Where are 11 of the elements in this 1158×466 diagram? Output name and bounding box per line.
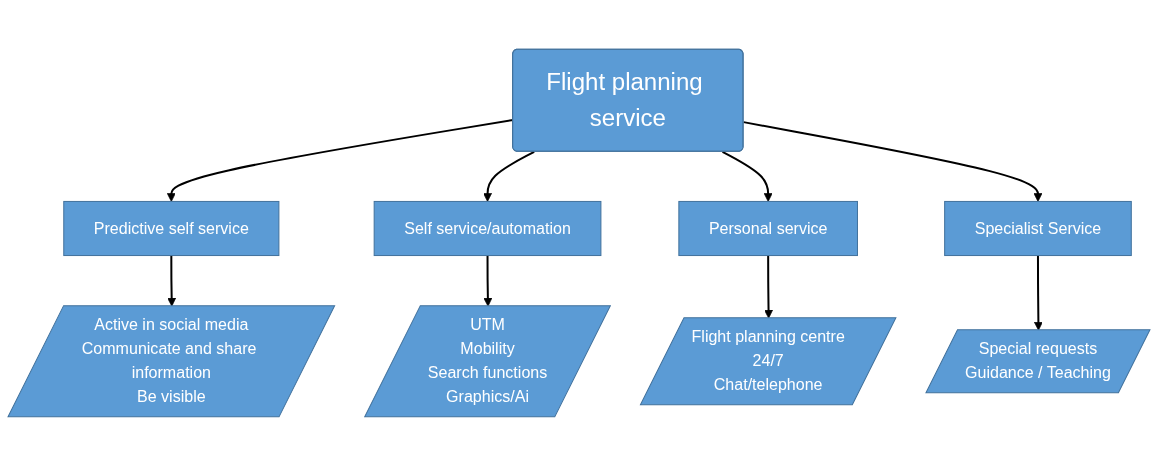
arrow — [483, 150, 536, 202]
arrow — [764, 254, 773, 319]
arrow — [721, 150, 773, 202]
node-box: Predictive self service — [63, 200, 280, 257]
arrow — [1034, 254, 1043, 331]
node-box: Personal service — [678, 200, 858, 257]
node-box: Specialist Service — [944, 200, 1132, 257]
arrow — [483, 254, 493, 307]
arrow — [167, 254, 177, 307]
node-box: Self service/automation — [373, 200, 602, 257]
arrow — [742, 121, 1043, 202]
